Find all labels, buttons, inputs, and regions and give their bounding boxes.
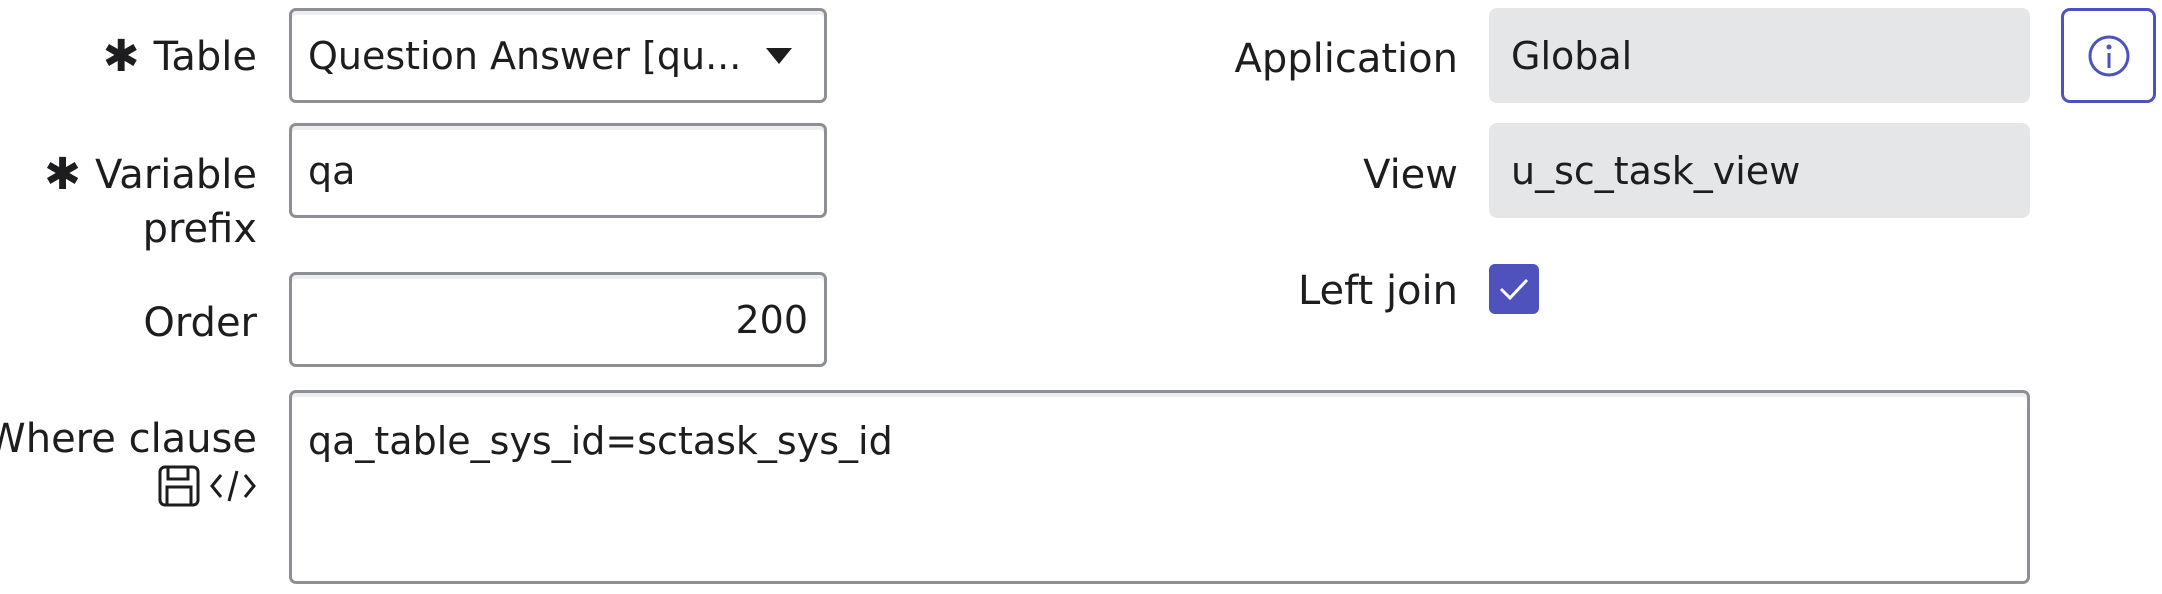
application-field: Global (1489, 8, 2030, 103)
view-label: View (1363, 152, 1458, 198)
where-clause-value: qa_table_sys_id=sctask_sys_id (308, 419, 893, 463)
table-select[interactable]: Question Answer [qu... (289, 8, 827, 103)
where-clause-label: Where clause (0, 416, 257, 462)
left-join-checkbox[interactable] (1489, 264, 1539, 314)
variable-prefix-label-row: ✱ Variable (44, 148, 257, 202)
required-asterisk-icon: ✱ (102, 31, 140, 82)
info-button[interactable] (2061, 8, 2156, 103)
table-label: Table (153, 34, 257, 80)
view-field: u_sc_task_view (1489, 123, 2030, 218)
info-icon (2088, 35, 2129, 76)
order-value: 200 (735, 297, 808, 342)
variable-prefix-label-line2: prefix (142, 206, 257, 252)
where-clause-tools (157, 464, 257, 508)
required-asterisk-icon: ✱ (44, 149, 82, 200)
view-value: u_sc_task_view (1511, 148, 1801, 193)
order-label: Order (143, 300, 257, 346)
application-label: Application (1234, 36, 1459, 82)
table-label-row: ✱ Table (103, 30, 257, 84)
order-input[interactable]: 200 (289, 272, 827, 367)
code-icon[interactable] (209, 469, 257, 503)
left-join-label: Left join (1297, 268, 1458, 314)
caret-down-icon (766, 47, 792, 64)
variable-prefix-value: qa (308, 148, 356, 193)
table-select-value: Question Answer [qu... (308, 33, 742, 78)
variable-prefix-input[interactable]: qa (289, 123, 827, 218)
floppy-disk-icon[interactable] (157, 464, 201, 508)
checkmark-icon (1499, 278, 1529, 301)
where-clause-textarea[interactable]: qa_table_sys_id=sctask_sys_id (289, 390, 2030, 584)
application-value: Global (1511, 33, 1633, 78)
variable-prefix-label-line1: Variable (95, 152, 257, 198)
